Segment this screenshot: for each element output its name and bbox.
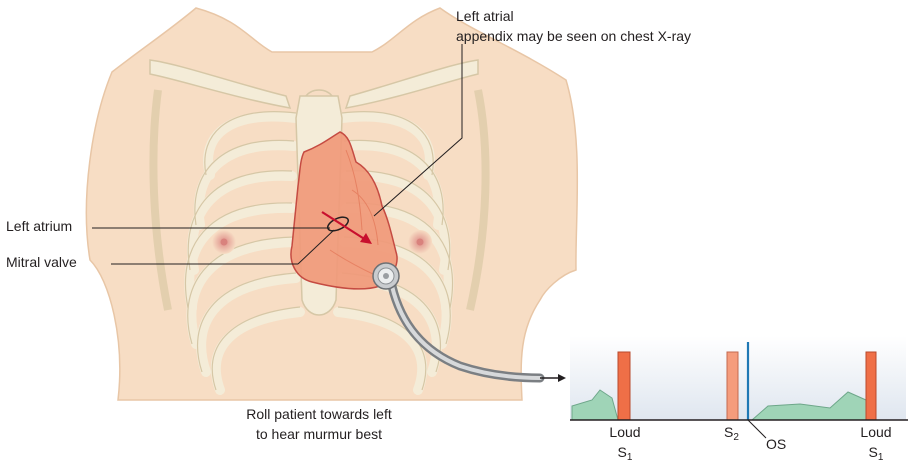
loud-s1-left-label: Loud xyxy=(601,424,649,441)
phonocardiogram xyxy=(570,336,908,438)
left-atrial-label-line2: appendix may be seen on chest X-ray xyxy=(456,28,691,45)
os-label: OS xyxy=(766,436,786,453)
roll-patient-line2: to hear murmur best xyxy=(219,426,419,443)
pointer-arrow xyxy=(540,374,566,382)
os-leader xyxy=(748,420,766,438)
roll-patient-line1: Roll patient towards left xyxy=(219,406,419,423)
mitral-valve-label: Mitral valve xyxy=(6,254,77,271)
loud-s1-right-label: Loud xyxy=(852,424,900,441)
stethoscope-head xyxy=(373,263,399,289)
s1-right-label: S1 xyxy=(852,444,900,466)
s1-left-label: S1 xyxy=(601,444,649,466)
s1-left-bar xyxy=(618,352,630,420)
left-atrium-label: Left atrium xyxy=(6,218,72,235)
left-atrial-label-line1: Left atrial xyxy=(456,8,514,25)
s1-right-bar xyxy=(866,352,876,420)
s2-label: S2 xyxy=(724,424,739,446)
s2-bar xyxy=(727,352,738,420)
